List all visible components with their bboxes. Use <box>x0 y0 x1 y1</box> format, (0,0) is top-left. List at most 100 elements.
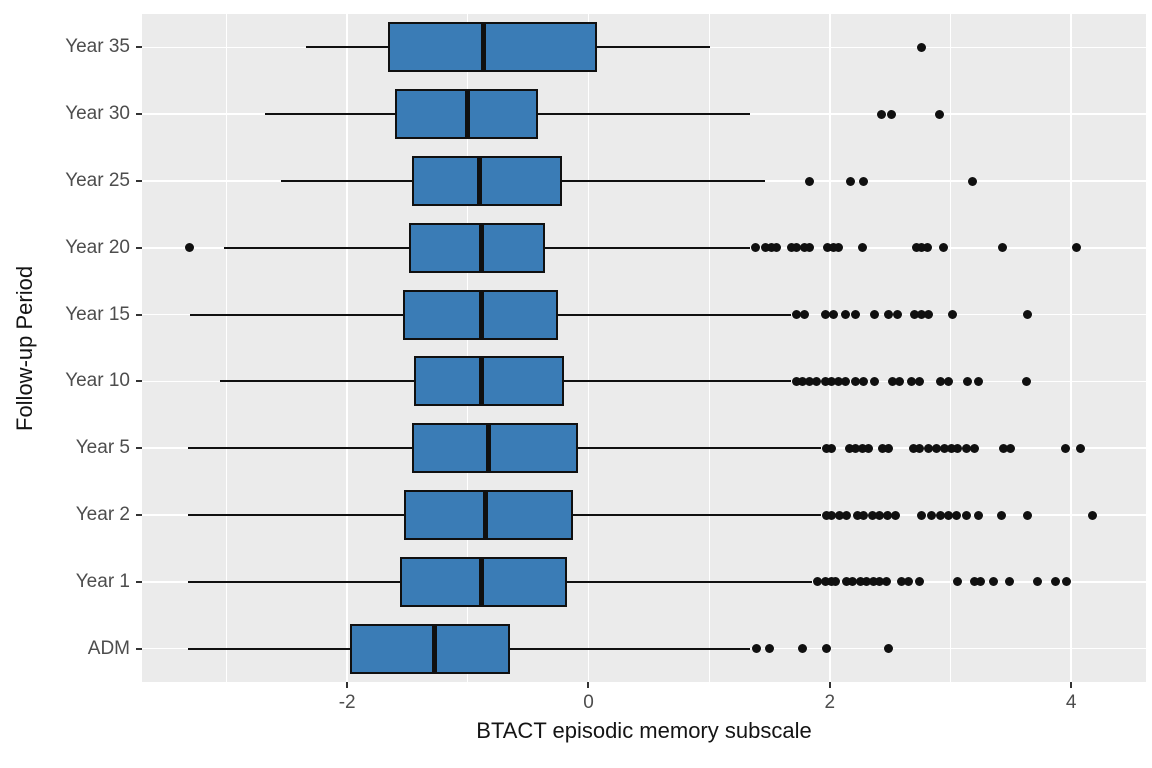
outlier-point <box>822 243 832 253</box>
outlier-point <box>820 310 830 320</box>
outlier-point <box>989 577 999 587</box>
median-line <box>481 22 486 73</box>
x-tick-mark <box>346 682 349 688</box>
whisker-high <box>537 113 751 116</box>
outlier-point <box>1023 510 1033 520</box>
x-tick-mark <box>1070 682 1073 688</box>
outlier-point <box>890 510 900 520</box>
outlier-point <box>917 510 927 520</box>
outlier-point <box>903 577 913 587</box>
whisker-high <box>510 647 751 650</box>
outlier-point <box>973 510 983 520</box>
y-tick-mark <box>136 380 142 383</box>
whisker-high <box>577 447 822 450</box>
outlier-point <box>1006 443 1016 453</box>
x-tick-label: 0 <box>583 692 594 713</box>
outlier-point <box>184 243 194 253</box>
outlier-point <box>812 376 822 386</box>
outlier-point <box>799 243 809 253</box>
outlier-point <box>868 577 878 587</box>
y-tick-mark <box>136 313 142 316</box>
x-tick-mark <box>828 682 831 688</box>
outlier-point <box>976 577 986 587</box>
median-line <box>431 623 437 674</box>
outlier-point <box>826 577 836 587</box>
whisker-low <box>187 580 401 583</box>
outlier-point <box>883 510 893 520</box>
gridline-minor-vertical <box>467 14 469 682</box>
outlier-point <box>874 577 884 587</box>
outlier-point <box>1071 243 1081 253</box>
outlier-point <box>973 376 983 386</box>
x-tick-label: 4 <box>1065 692 1077 713</box>
outlier-point <box>886 109 896 119</box>
outlier-point <box>884 310 894 320</box>
median-line <box>465 89 471 140</box>
outlier-point <box>833 376 843 386</box>
outlier-point <box>908 443 918 453</box>
outlier-point <box>842 577 852 587</box>
gridline-major-vertical <box>1070 14 1072 682</box>
outlier-point <box>850 443 860 453</box>
median-line <box>477 156 483 206</box>
outlier-point <box>970 443 980 453</box>
y-tick-label: Year 10 <box>65 370 130 392</box>
y-tick-mark <box>136 447 142 450</box>
outlier-point <box>804 176 814 186</box>
outlier-point <box>850 376 860 386</box>
outlier-point <box>931 443 941 453</box>
outlier-point <box>878 443 888 453</box>
outlier-point <box>844 443 854 453</box>
x-tick-mark <box>587 682 590 688</box>
y-tick-label: Year 15 <box>65 303 130 325</box>
y-tick-mark <box>136 113 142 116</box>
outlier-point <box>804 376 814 386</box>
whisker-low <box>187 647 350 650</box>
outlier-point <box>961 443 971 453</box>
outlier-point <box>961 510 971 520</box>
box <box>408 222 546 273</box>
outlier-point <box>999 443 1009 453</box>
y-tick-mark <box>136 46 142 49</box>
outlier-point <box>859 376 869 386</box>
whisker-high <box>566 580 812 583</box>
whisker-high <box>596 46 711 49</box>
outlier-point <box>813 577 823 587</box>
outlier-point <box>1060 443 1070 453</box>
outlier-point <box>821 644 831 654</box>
outlier-point <box>914 376 924 386</box>
outlier-point <box>857 443 867 453</box>
y-tick-mark <box>136 180 142 182</box>
outlier-point <box>786 243 796 253</box>
gridline-minor-vertical <box>950 14 951 682</box>
whisker-low <box>224 246 409 249</box>
outlier-point <box>896 577 906 587</box>
whisker-low <box>265 113 396 116</box>
y-tick-label: Year 2 <box>75 504 130 525</box>
gridline-major-vertical <box>829 14 831 682</box>
whisker-low <box>190 313 403 316</box>
outlier-point <box>884 644 894 654</box>
outlier-point <box>859 510 869 520</box>
y-tick-label: Year 25 <box>65 170 130 191</box>
outlier-point <box>820 577 830 587</box>
y-tick-label: Year 1 <box>75 570 130 592</box>
outlier-point <box>938 243 948 253</box>
outlier-point <box>926 510 936 520</box>
outlier-point <box>841 376 851 386</box>
outlier-point <box>943 376 953 386</box>
outlier-point <box>912 243 922 253</box>
outlier-point <box>767 243 777 253</box>
whisker-low <box>187 447 413 450</box>
y-tick-mark <box>136 580 142 583</box>
outlier-point <box>751 644 761 654</box>
plot-panel <box>142 14 1146 682</box>
y-tick-mark <box>136 246 142 249</box>
outlier-point <box>935 109 945 119</box>
outlier-point <box>917 243 927 253</box>
outlier-point <box>884 443 894 453</box>
outlier-point <box>821 443 831 453</box>
outlier-point <box>821 510 831 520</box>
whisker-high <box>561 180 765 182</box>
